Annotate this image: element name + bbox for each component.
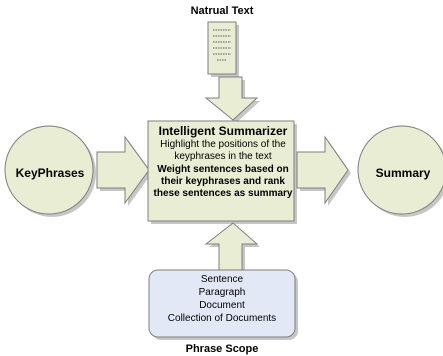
scope-item: Collection of Documents [167,313,277,324]
keyphrases-circle [4,125,94,215]
summarizer-box [147,120,295,222]
arrow-right-out [296,135,349,205]
scope-item: Sentence [200,274,244,285]
scope-list: Sentence Paragraph Document Collection o… [150,273,294,325]
document-label: Natrual Text [190,5,254,17]
arrow-down [204,76,259,121]
arrow-right-in [96,135,150,205]
summarizer-title: Intelligent Summarizer [158,124,288,138]
scope-box [148,269,296,338]
scope-item: Document [199,300,245,311]
summarizer-step-weight: Weight sentences based on their keyphras… [153,164,293,199]
summarizer-text: Intelligent Summarizer Highlight the pos… [149,124,297,200]
summarizer-step-highlight: Highlight the positions of the keyphrase… [160,139,286,162]
keyphrases-label: KeyPhrases [15,166,85,180]
document-lines [213,29,231,61]
scope-label: Phrase Scope [185,343,259,355]
summary-circle [357,125,443,215]
scope-item: Paragraph [198,287,246,298]
summary-label: Summary [375,166,431,180]
